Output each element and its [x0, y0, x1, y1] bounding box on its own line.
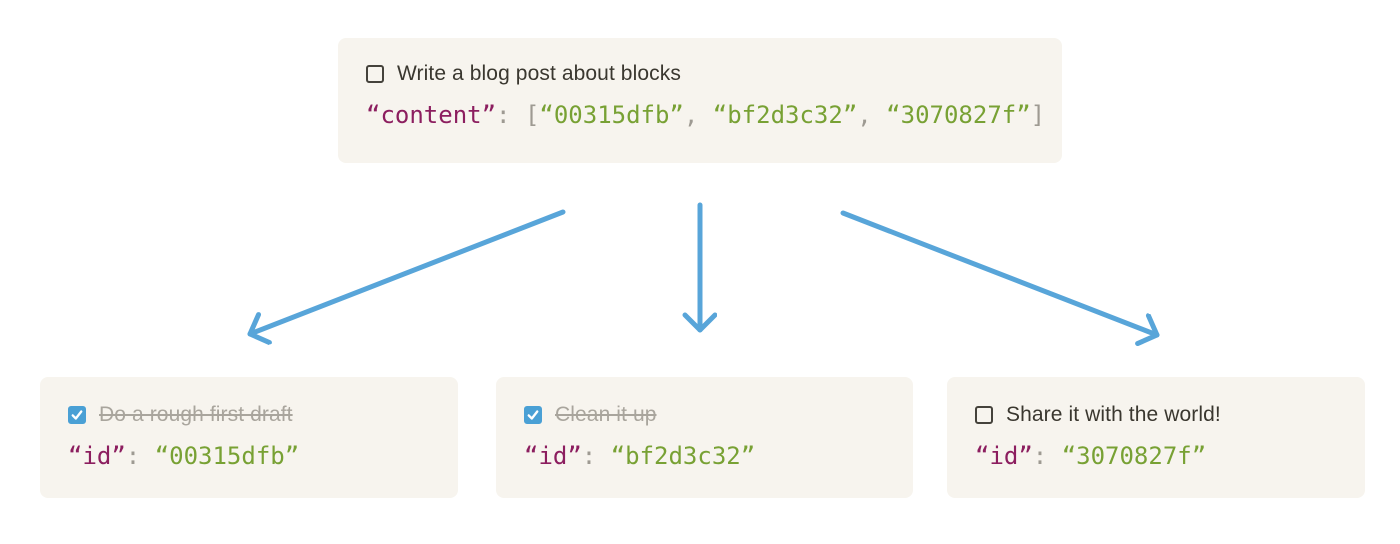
code-value: “3070827f”: [886, 101, 1031, 129]
parent-block-card: Write a blog post about blocks “content”…: [338, 38, 1062, 163]
todo-item: Clean it up: [524, 402, 913, 428]
code-comma: ,: [683, 101, 699, 129]
code-line-id: “id”: “bf2d3c32”: [524, 441, 913, 471]
code-comma: ,: [857, 101, 872, 129]
todo-label: Do a rough first draft: [99, 403, 293, 426]
checkbox-icon: [366, 65, 384, 83]
child-block-card: Share it with the world! “id”: “3070827f”: [947, 377, 1365, 498]
arrow-right: [840, 210, 1160, 335]
code-line-id: “id”: “3070827f”: [975, 441, 1365, 471]
checkbox-icon: [68, 406, 86, 424]
code-key: “id”: [524, 442, 582, 470]
code-value: “bf2d3c32”: [610, 442, 756, 470]
arrow-left: [247, 209, 566, 334]
todo-item: Write a blog post about blocks: [366, 61, 1062, 87]
code-colon: :: [496, 101, 511, 129]
check-icon: [71, 410, 83, 420]
checkbox-icon: [524, 406, 542, 424]
code-key: “content”: [366, 101, 497, 129]
todo-item: Share it with the world!: [975, 402, 1365, 428]
code-value: “bf2d3c32”: [712, 101, 858, 129]
check-icon: [527, 410, 539, 420]
todo-label: Write a blog post about blocks: [397, 62, 681, 85]
code-colon: :: [581, 442, 597, 470]
code-value: “3070827f”: [1061, 442, 1207, 470]
child-block-card: Clean it up “id”: “bf2d3c32”: [496, 377, 913, 498]
todo-label: Clean it up: [555, 403, 657, 426]
code-line-id: “id”: “00315dfb”: [68, 441, 458, 471]
code-value: “00315dfb”: [539, 101, 684, 129]
todo-item: Do a rough first draft: [68, 402, 458, 428]
child-block-card: Do a rough first draft “id”: “00315dfb”: [40, 377, 458, 498]
code-colon: :: [125, 442, 141, 470]
code-bracket-close: ]: [1030, 101, 1046, 129]
code-key: “id”: [68, 442, 126, 470]
code-colon: :: [1032, 442, 1048, 470]
code-key: “id”: [975, 442, 1033, 470]
code-line-content: “content”:[“00315dfb”,“bf2d3c32”,“307082…: [366, 100, 1062, 130]
todo-label: Share it with the world!: [1006, 403, 1221, 426]
code-bracket-open: [: [524, 101, 540, 129]
checkbox-icon: [975, 406, 993, 424]
code-value: “00315dfb”: [154, 442, 300, 470]
